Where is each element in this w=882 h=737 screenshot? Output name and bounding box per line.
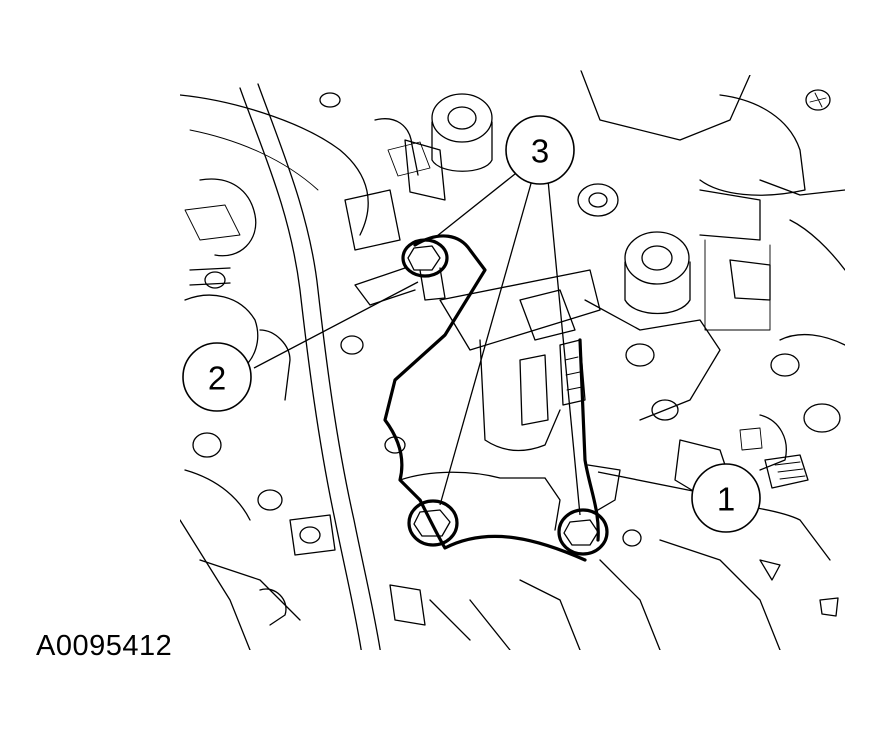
upper-bolt [401,238,449,301]
callout-2-number: 2 [208,360,226,397]
bracket [354,234,621,562]
callout-3: 3 [505,115,575,185]
leader-lines [253,169,694,516]
callout-3-number: 3 [531,133,549,170]
callout-1: 1 [691,463,761,533]
callout-2: 2 [182,342,252,412]
callout-1-number: 1 [717,481,735,518]
lower-left-bolt [407,499,459,547]
figure-id-label: A0095412 [36,630,173,662]
engine-background-linework [180,68,845,650]
lower-right-bolt [557,508,609,556]
